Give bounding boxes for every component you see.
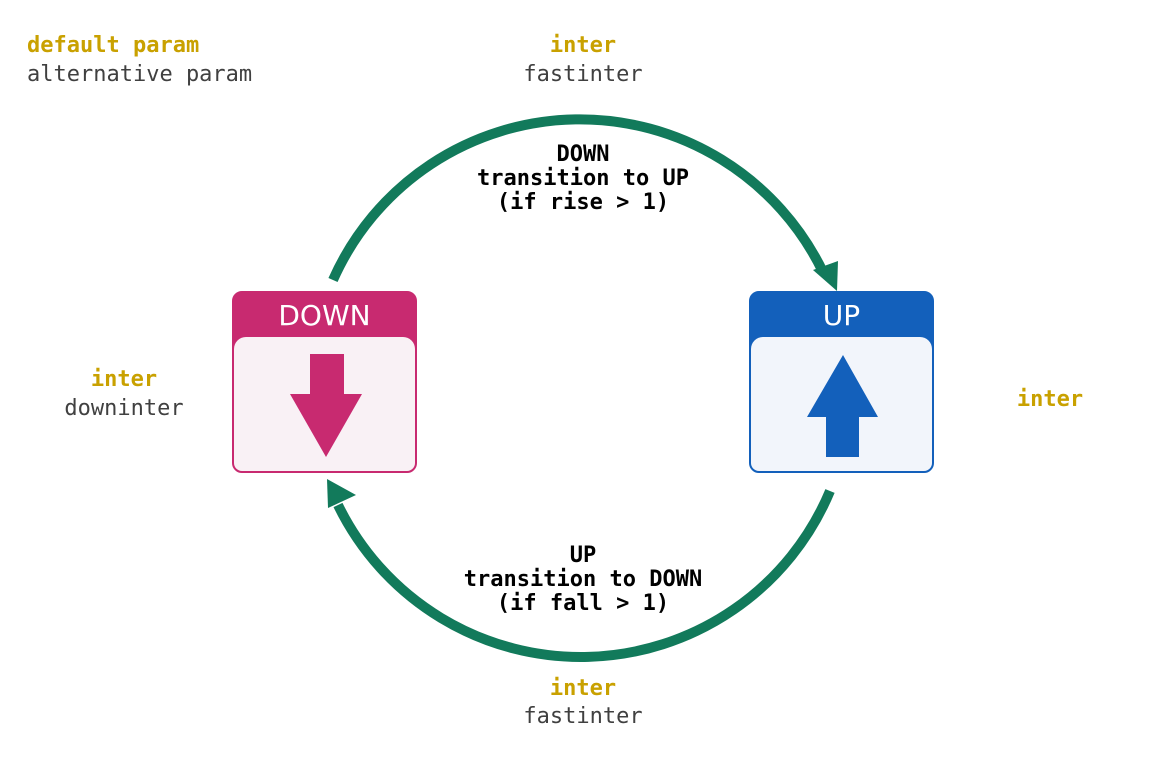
arc-up-to-down	[333, 489, 835, 662]
top-default-param: inter	[549, 33, 617, 58]
top-alternative-param: fastinter	[523, 62, 643, 87]
transition-label-up-to-down: UP transition to DOWN (if fall > 1)	[464, 544, 702, 616]
bottom-alternative-param: fastinter	[523, 704, 643, 729]
transition-up-to-down-line2: transition to DOWN	[463, 567, 703, 592]
arrowhead-up-to-down	[327, 479, 356, 508]
arrowhead-down-to-up	[813, 261, 838, 291]
transition-down-to-up-line2: transition to UP	[477, 166, 689, 191]
state-up-body	[751, 337, 932, 471]
transition-up-to-down-line3: (if fall > 1)	[496, 591, 670, 616]
state-down-title: DOWN	[278, 299, 371, 332]
state-up-title: UP	[822, 299, 861, 332]
left-default-param: inter	[90, 367, 158, 392]
state-down: DOWN	[232, 291, 417, 473]
legend-default-label: default param	[27, 33, 200, 58]
arrow-up-icon	[807, 355, 878, 457]
bottom-default-param: inter	[549, 676, 617, 701]
arc-down-to-up	[328, 114, 828, 283]
left-alternative-param: downinter	[64, 396, 184, 421]
state-down-body	[234, 337, 415, 471]
legend-alternative-label: alternative param	[27, 62, 253, 87]
transition-up-to-down-line1: UP	[569, 543, 597, 568]
right-default-param: inter	[1016, 387, 1084, 412]
transition-down-to-up-line1: DOWN	[556, 142, 610, 167]
state-up: UP	[749, 291, 934, 473]
transition-label-down-to-up: DOWN transition to UP (if rise > 1)	[477, 143, 689, 215]
arrow-down-icon	[290, 354, 362, 457]
transition-down-to-up-line3: (if rise > 1)	[496, 190, 670, 215]
